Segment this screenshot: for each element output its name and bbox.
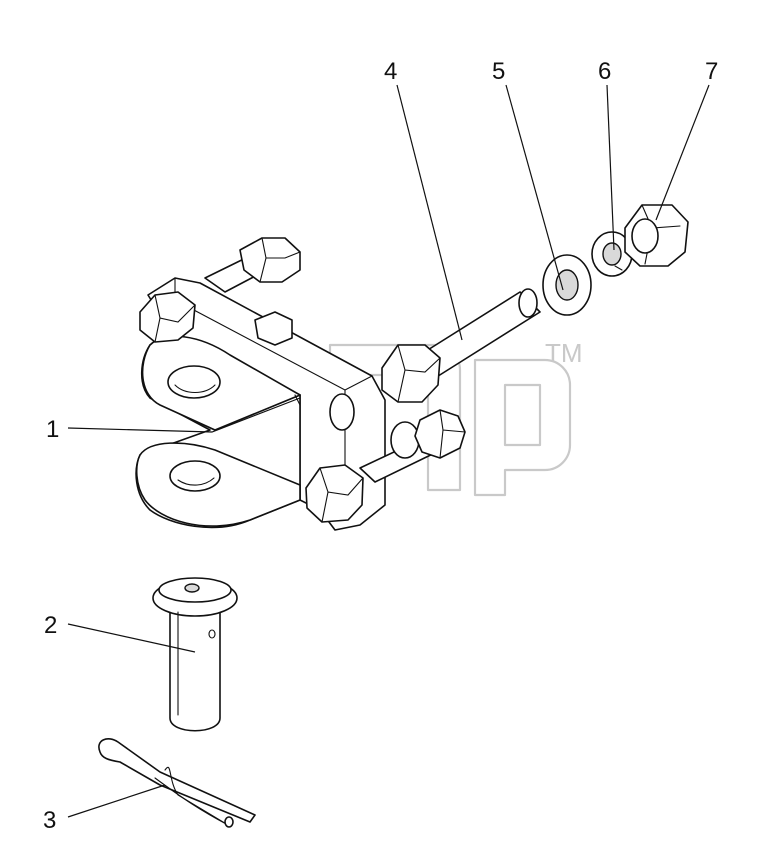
part-7-nut	[624, 204, 689, 267]
callout-2: 2	[44, 612, 57, 639]
leader-lines	[67, 84, 710, 818]
callout-3: 3	[43, 807, 56, 834]
leader-1	[67, 397, 301, 433]
callout-6: 6	[598, 58, 611, 85]
callout-5: 5	[492, 58, 505, 85]
leader-5	[505, 84, 564, 291]
leader-6	[606, 84, 615, 251]
callout-1: 1	[46, 416, 59, 443]
part-3-cotter-pin	[98, 738, 256, 828]
leader-3	[67, 784, 166, 818]
callout-7: 7	[705, 58, 718, 85]
leader-2	[67, 623, 196, 653]
part-5-washer	[542, 254, 592, 316]
part-4-bolt	[381, 288, 541, 403]
leader-4	[396, 84, 463, 341]
callout-4: 4	[384, 58, 397, 85]
part-6-lock-washer	[591, 231, 633, 277]
callout-labels: 1 2 3 4 5 6 7	[43, 58, 718, 834]
part-1-bracket	[135, 237, 466, 531]
part-2-pin	[152, 577, 238, 732]
leader-7	[655, 84, 710, 221]
watermark-tm: TM	[545, 338, 583, 368]
